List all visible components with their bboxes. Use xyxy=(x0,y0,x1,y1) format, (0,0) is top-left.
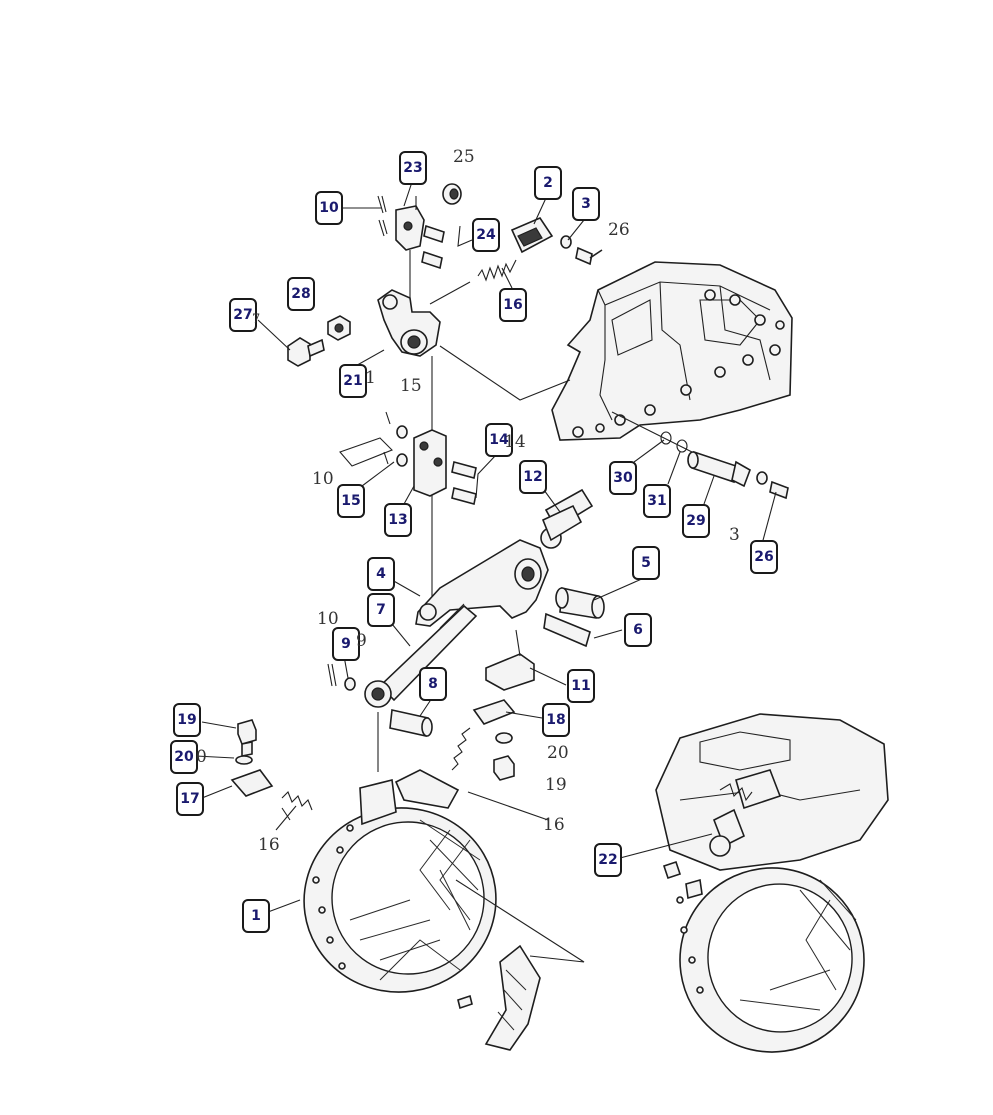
assembled-brake-view xyxy=(655,713,889,1053)
upper-lever-assembly xyxy=(257,183,603,600)
callout-31: 31 xyxy=(643,484,671,518)
callout-2: 2 xyxy=(534,166,562,200)
callout-17: 17 xyxy=(176,782,204,816)
callout-14: 14 xyxy=(485,423,513,457)
callout-26: 26 xyxy=(750,540,778,574)
callout-21: 21 xyxy=(339,364,367,398)
plain-label-16-left: 16 xyxy=(258,835,280,855)
callout-28: 28 xyxy=(287,277,315,311)
plain-label-3: 3 xyxy=(729,525,740,545)
callout-20: 20 xyxy=(170,740,198,774)
plain-label-10-lower: 10 xyxy=(317,609,339,629)
plain-label-10-upper: 10 xyxy=(312,469,334,489)
leader-lines xyxy=(195,181,777,913)
callout-29: 29 xyxy=(682,504,710,538)
middle-linkage-assembly xyxy=(339,411,789,549)
lower-lever-assembly xyxy=(327,539,605,821)
plain-label-0: 0 xyxy=(196,747,207,767)
callout-18: 18 xyxy=(542,703,570,737)
plain-label-26: 26 xyxy=(608,220,630,240)
callout-3: 3 xyxy=(572,187,600,221)
plain-label-15: 15 xyxy=(400,376,422,396)
callout-30: 30 xyxy=(609,461,637,495)
plain-label-16-right: 16 xyxy=(543,815,565,835)
callout-1: 1 xyxy=(242,899,270,933)
transmission-housing xyxy=(551,261,793,441)
plain-label-1: 1 xyxy=(365,368,376,388)
brake-band xyxy=(303,769,585,1051)
callout-24: 24 xyxy=(472,218,500,252)
plain-label-19: 19 xyxy=(545,775,567,795)
callout-16: 16 xyxy=(499,288,527,322)
plain-label-25: 25 xyxy=(453,147,475,167)
callout-23: 23 xyxy=(399,151,427,185)
plain-label-14: 14 xyxy=(504,432,526,452)
callout-19: 19 xyxy=(173,703,201,737)
callout-15: 15 xyxy=(337,484,365,518)
callout-13: 13 xyxy=(384,503,412,537)
callout-12: 12 xyxy=(519,460,547,494)
callout-10: 10 xyxy=(315,191,343,225)
callout-11: 11 xyxy=(567,669,595,703)
plain-label-9: 9 xyxy=(356,631,367,651)
plain-label-20: 20 xyxy=(547,743,569,763)
callout-22: 22 xyxy=(594,843,622,877)
left-adjuster-parts xyxy=(230,719,313,811)
plain-label-7: 7 xyxy=(252,312,261,327)
callout-7: 7 xyxy=(367,593,395,627)
callout-9: 9 xyxy=(332,627,360,661)
callout-8: 8 xyxy=(419,667,447,701)
callout-4: 4 xyxy=(367,557,395,591)
callout-6: 6 xyxy=(624,613,652,647)
callout-27: 27 xyxy=(229,298,257,332)
callout-5: 5 xyxy=(632,546,660,580)
